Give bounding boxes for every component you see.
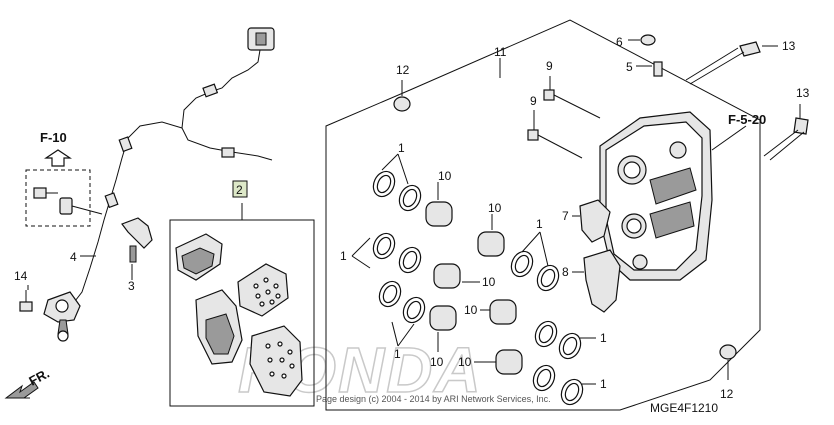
f10-up-arrow (44, 149, 72, 167)
callout-14[interactable]: 14 (14, 269, 28, 283)
front-direction-arrow (4, 381, 39, 399)
callout-11[interactable]: 11 (494, 45, 507, 59)
callout-2-box (232, 180, 248, 198)
pad-pin-9-upper[interactable] (543, 76, 601, 119)
copyright-watermark: Page design (c) 2004 - 2014 by ARI Netwo… (316, 394, 551, 404)
callout-8[interactable]: 8 (562, 265, 569, 279)
f10-detail-box (25, 169, 103, 227)
pad-retainer-8[interactable] (583, 249, 621, 313)
callout-6[interactable]: 6 (616, 35, 623, 49)
caliper-body[interactable] (599, 111, 713, 281)
bolt-14[interactable] (19, 285, 33, 312)
callout-9-lower[interactable]: 9 (530, 94, 537, 108)
callout-9-upper[interactable]: 9 (546, 59, 553, 73)
pad-pin-9-lower[interactable] (527, 110, 583, 159)
callout-1-f[interactable]: 1 (600, 377, 607, 391)
cap-12-upper[interactable] (393, 80, 411, 112)
callout-10-a[interactable]: 10 (438, 169, 452, 183)
callout-1-b[interactable]: 1 (340, 249, 347, 263)
clamp-3[interactable] (121, 217, 153, 263)
callout-10-c[interactable]: 10 (482, 275, 496, 289)
callout-13-lower[interactable]: 13 (796, 86, 810, 100)
callout-5[interactable]: 5 (626, 60, 633, 74)
callout-10-e[interactable]: 10 (430, 355, 444, 369)
pistons-right[interactable] (477, 231, 523, 375)
callout-1-a[interactable]: 1 (398, 141, 405, 155)
callout-12-top[interactable]: 12 (396, 63, 410, 77)
speed-sensor-assembly[interactable] (43, 27, 275, 342)
pistons-left[interactable] (425, 201, 461, 331)
ref-f520[interactable]: F-5-20 (728, 112, 766, 127)
callout-1-e[interactable]: 1 (600, 331, 607, 345)
callout-3[interactable]: 3 (128, 279, 135, 293)
brake-pad-set[interactable] (169, 203, 315, 407)
callout-1-c[interactable]: 1 (394, 347, 401, 361)
bolt-13-lower[interactable] (763, 104, 809, 161)
diagram-code: MGE4F1210 (650, 401, 718, 415)
bleeder-5[interactable] (636, 61, 663, 77)
callout-10-d[interactable]: 10 (464, 303, 478, 317)
caliper-outline (325, 19, 761, 411)
callout-10-b[interactable]: 10 (488, 201, 502, 215)
bolt-13-upper[interactable] (685, 41, 778, 85)
seals-right-cluster[interactable] (507, 248, 586, 408)
callout-12-bottom[interactable]: 12 (720, 387, 734, 401)
seals-left-cluster[interactable] (369, 168, 428, 326)
leader-lines (80, 125, 747, 385)
callout-1-d[interactable]: 1 (536, 217, 543, 231)
callout-7[interactable]: 7 (562, 209, 569, 223)
callout-10-f[interactable]: 10 (458, 355, 472, 369)
callout-2[interactable]: 2 (236, 183, 243, 197)
ref-f10[interactable]: F-10 (40, 130, 67, 145)
pad-spring-7[interactable] (579, 199, 611, 243)
cap-12-lower[interactable] (719, 344, 737, 380)
callout-13-upper[interactable]: 13 (782, 39, 796, 53)
callout-4[interactable]: 4 (70, 250, 77, 264)
bleeder-cap-6[interactable] (628, 34, 656, 46)
